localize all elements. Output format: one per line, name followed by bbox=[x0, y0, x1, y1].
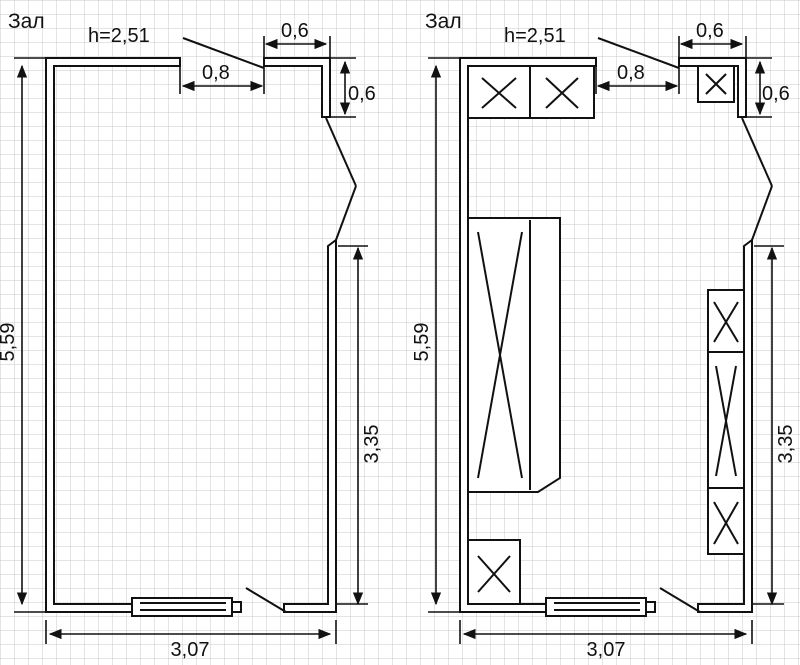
room-title: Зал bbox=[425, 10, 462, 33]
dim-label-length: 5,59 bbox=[0, 323, 19, 362]
dim-label-right-upper: 0,6 bbox=[348, 83, 376, 105]
dim-label-width: 3,07 bbox=[171, 639, 210, 661]
top-door-leaf bbox=[597, 37, 680, 69]
dim-label-right-wall: 3,35 bbox=[775, 425, 797, 464]
dim-label-width: 3,07 bbox=[587, 639, 626, 661]
right-door-leaf-upper bbox=[325, 117, 357, 187]
top-cabinet-1 bbox=[467, 65, 531, 119]
dim-label-right-wall: 3,35 bbox=[361, 425, 383, 464]
ceiling-height-label: h=2,51 bbox=[504, 25, 566, 47]
ceiling-height-label: h=2,51 bbox=[88, 25, 150, 47]
top-door-leaf bbox=[182, 37, 265, 69]
room-title: Зал bbox=[8, 10, 45, 33]
dim-label-right-upper: 0,6 bbox=[762, 83, 790, 105]
right-door-leaf-lower bbox=[335, 185, 357, 241]
plan-left: Зал h=2,51 bbox=[0, 10, 383, 661]
top-cabinet-2 bbox=[529, 65, 595, 119]
dim-label-opening: 0,8 bbox=[202, 62, 230, 84]
plan-right: Зал h=2,51 bbox=[411, 10, 797, 661]
radiator bbox=[545, 597, 656, 617]
right-door-leaf-lower bbox=[751, 185, 773, 241]
radiator bbox=[131, 597, 242, 617]
wall-left-top-bottom bbox=[45, 57, 181, 613]
wardrobe bbox=[467, 217, 561, 493]
dim-label-top-right: 0,6 bbox=[281, 20, 309, 42]
corner-cabinet bbox=[697, 65, 735, 103]
balcony-door-leaf bbox=[245, 587, 287, 613]
dim-label-opening: 0,8 bbox=[617, 62, 645, 84]
dim-label-top-right: 0,6 bbox=[696, 20, 724, 42]
dim-label-length: 5,59 bbox=[411, 323, 433, 362]
right-door-leaf-upper bbox=[741, 117, 773, 187]
bottom-left-cabinet bbox=[467, 539, 521, 605]
balcony-door-leaf bbox=[659, 587, 701, 613]
right-shelf-unit bbox=[707, 289, 745, 555]
